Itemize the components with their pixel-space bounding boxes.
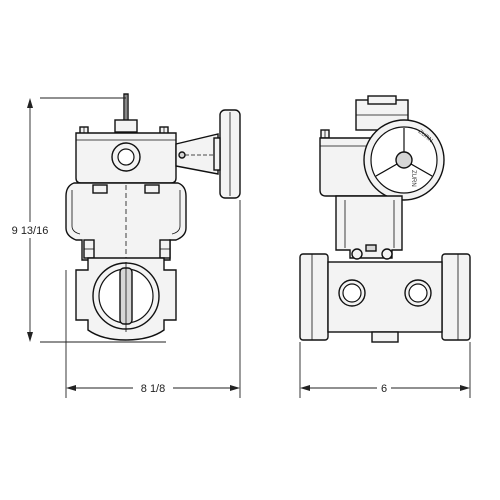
- side-width-label: 6: [381, 383, 387, 395]
- valve-body-front: [75, 257, 177, 341]
- side-yoke: [335, 195, 403, 259]
- front-view: [65, 93, 241, 341]
- handwheel-face: ZURN ZURN: [363, 119, 445, 201]
- front-width-label: 8 1/8: [141, 383, 165, 395]
- handwheel-brand-side: ZURN: [410, 170, 416, 187]
- gear-housing: [75, 132, 177, 184]
- height-label: 9 13/16: [12, 225, 49, 237]
- side-view: ZURN ZURN: [299, 95, 471, 343]
- side-width-dimension: 6: [299, 342, 471, 398]
- handwheel-edge: [213, 109, 241, 199]
- stem-collar: [114, 119, 138, 133]
- valve-body-side: [299, 253, 471, 343]
- height-dimension: 9 13/16: [4, 97, 166, 343]
- yoke-bracket: [65, 182, 187, 261]
- handwheel-shaft: [175, 133, 222, 175]
- side-yoke-bolts: [351, 244, 393, 260]
- front-width-dimension: 8 1/8: [65, 200, 241, 398]
- side-cap-bolts: [320, 129, 330, 139]
